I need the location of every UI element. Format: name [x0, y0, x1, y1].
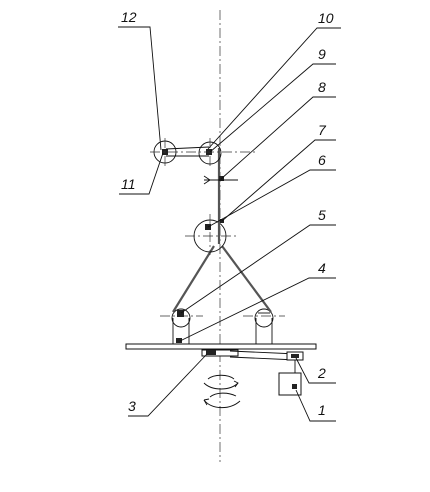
- platform-plate: [125, 343, 317, 350]
- left-roller-ring: [171, 308, 191, 328]
- leader-2: [295, 357, 336, 384]
- leader-11: [119, 152, 164, 195]
- callout-5: 5: [318, 207, 326, 223]
- callout-6: 6: [318, 152, 326, 168]
- drive-belt-top: [229, 350, 298, 355]
- rotation-arrowhead-lower: [203, 398, 210, 406]
- central-hub-block: [206, 350, 216, 355]
- rotation-arrow-upper-tail: [207, 374, 235, 380]
- left-base-mark: [176, 338, 182, 343]
- rotation-arrow-lower: [203, 399, 241, 409]
- rotation-arrow-upper: [203, 382, 239, 390]
- leader-7: [221, 139, 336, 222]
- leader-9: [209, 63, 336, 153]
- callout-10: 10: [318, 10, 334, 26]
- top-link-upper: [165, 146, 210, 150]
- callout-11: 11: [121, 176, 136, 192]
- leader-12: [118, 26, 162, 151]
- callout-3: 3: [128, 398, 136, 414]
- leader-10: [207, 27, 341, 150]
- motor-box: [278, 372, 302, 396]
- leader-4: [179, 277, 336, 342]
- callout-2: 2: [317, 365, 326, 381]
- rope-right: [221, 245, 272, 313]
- leader-1: [295, 389, 336, 422]
- rotation-arrowhead-upper: [233, 380, 239, 388]
- drive-belt-bottom: [229, 356, 298, 361]
- rope-left: [172, 245, 215, 313]
- right-roller-ring: [254, 308, 274, 328]
- rotation-arrow-lower-tail: [209, 392, 237, 398]
- callout-8: 8: [318, 79, 326, 95]
- central-hub: [201, 349, 239, 357]
- callout-1: 1: [318, 402, 326, 418]
- leader-8: [220, 96, 336, 180]
- callout-9: 9: [318, 46, 326, 62]
- leader-6: [207, 169, 336, 228]
- motor-mark: [292, 384, 297, 389]
- left-roller-pin: [177, 310, 184, 317]
- leader-5: [180, 224, 336, 314]
- motor-pulley-core: [291, 354, 299, 358]
- callout-4: 4: [318, 260, 326, 276]
- leader-3: [128, 353, 208, 417]
- callout-7: 7: [318, 122, 327, 138]
- callout-12: 12: [121, 9, 137, 25]
